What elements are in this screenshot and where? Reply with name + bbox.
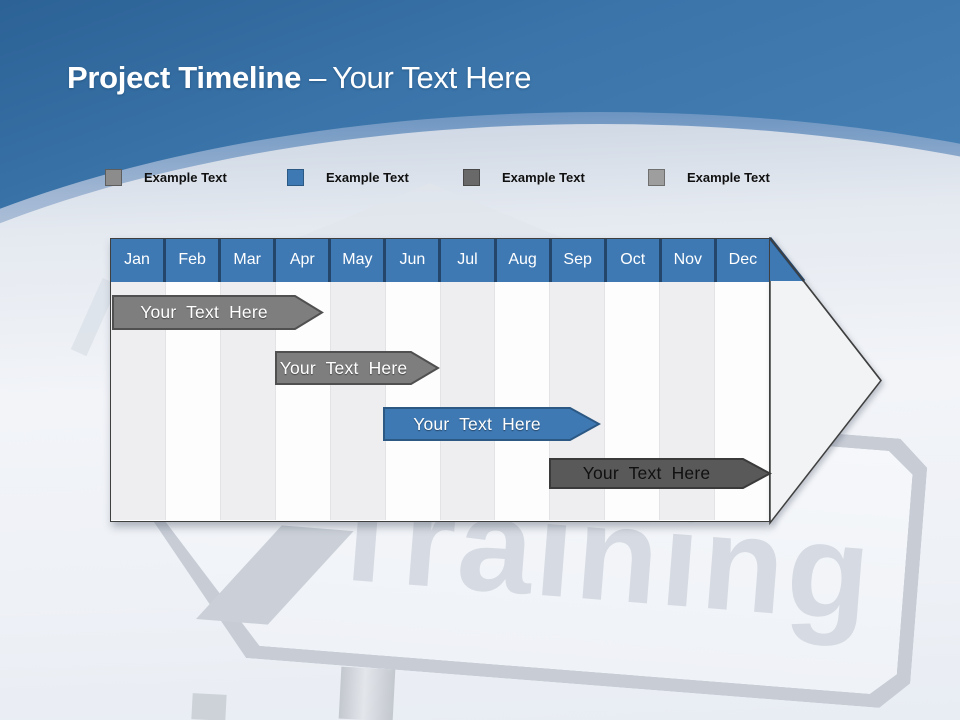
bar-arrow-shape: [275, 351, 440, 385]
legend-label: Example Text: [326, 169, 409, 185]
timeline-bar-4[interactable]: Your Text Here: [548, 457, 772, 490]
month-column-jun: [385, 282, 441, 520]
bar-arrow-shape: [112, 295, 324, 330]
legend-swatch-2: [287, 168, 304, 186]
month-column-aug: [495, 282, 551, 520]
legend-label: Example Text: [502, 169, 585, 185]
month-header-apr: Apr: [276, 239, 332, 282]
month-header-jun: Jun: [386, 239, 442, 282]
legend-item-4[interactable]: Example Text: [648, 167, 770, 187]
bar-label: Your Text Here: [582, 463, 711, 483]
legend-label: Example Text: [144, 169, 227, 185]
month-column-may: [330, 282, 386, 520]
legend-swatch-3: [463, 168, 480, 186]
legend-item-1[interactable]: Example Text: [105, 167, 227, 187]
legend-swatch-4: [648, 168, 665, 186]
month-header-nov: Nov: [662, 239, 717, 282]
timeline-bar-3[interactable]: Your Text Here: [382, 406, 601, 442]
timeline-arrowhead: [769, 237, 882, 526]
month-header-sep: Sep: [552, 239, 607, 282]
month-header-jul: Jul: [441, 239, 497, 282]
month-header-may: May: [331, 239, 387, 282]
legend-item-2[interactable]: Example Text: [287, 167, 409, 187]
bar-label: Your Text Here: [413, 414, 541, 434]
month-header-oct: Oct: [607, 239, 662, 282]
timeline-bar-2[interactable]: Your Text Here: [274, 350, 440, 386]
legend-item-3[interactable]: Example Text: [463, 167, 585, 187]
title-secondary: Your Text Here: [332, 60, 532, 95]
bar-arrow-shape: [549, 458, 772, 489]
legend-label: Example Text: [687, 169, 770, 185]
bar-label: Your Text Here: [279, 358, 408, 378]
bar-label: Your Text Here: [140, 302, 268, 322]
month-header-dec: Dec: [728, 251, 758, 268]
month-header-jan: Jan: [111, 239, 167, 282]
timeline-bar-1[interactable]: Your Text Here: [111, 294, 324, 331]
month-column-jul: [440, 282, 496, 520]
month-header-mar: Mar: [221, 239, 277, 282]
title-primary: Project Timeline: [67, 60, 302, 95]
title-separator: –: [309, 60, 327, 95]
month-header-aug: Aug: [497, 239, 552, 282]
month-header-feb: Feb: [166, 239, 222, 282]
bar-arrow-shape: [383, 407, 601, 441]
legend-swatch-1: [105, 168, 122, 186]
slide-title[interactable]: Project Timeline–Your Text Here: [67, 60, 532, 96]
